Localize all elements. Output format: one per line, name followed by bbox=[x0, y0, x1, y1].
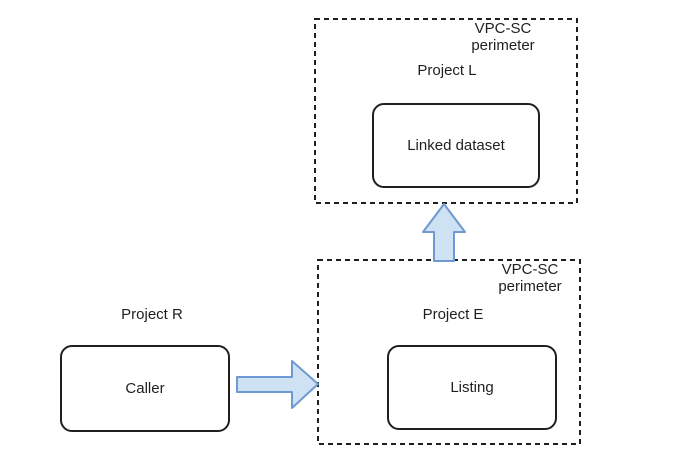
top-project-label: Project L bbox=[417, 62, 477, 79]
node-caller: Caller bbox=[60, 345, 230, 432]
external-project-label: Project R bbox=[121, 306, 183, 323]
top-perimeter-label: VPC-SC perimeter bbox=[471, 20, 535, 54]
node-listing-label: Listing bbox=[450, 379, 494, 396]
right-arrow-icon bbox=[236, 360, 319, 409]
node-linked-dataset-label: Linked dataset bbox=[407, 137, 505, 154]
bottom-perimeter-label: VPC-SC perimeter bbox=[498, 261, 562, 295]
node-caller-label: Caller bbox=[125, 380, 165, 397]
node-linked-dataset: Linked dataset bbox=[372, 103, 540, 188]
up-arrow-icon bbox=[422, 203, 466, 262]
bottom-project-label: Project E bbox=[422, 306, 484, 323]
top-perimeter-border bbox=[314, 18, 578, 204]
node-listing: Listing bbox=[387, 345, 557, 430]
